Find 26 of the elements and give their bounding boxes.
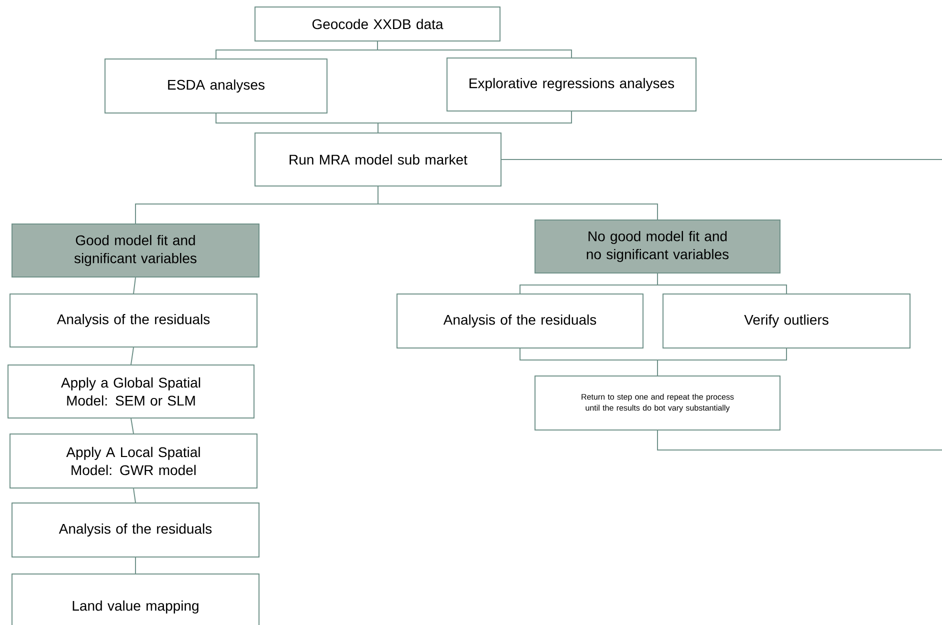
connector-line	[657, 348, 787, 376]
connector-line	[501, 159, 942, 160]
process-box: Explorative regressions analyses	[446, 58, 696, 112]
connector-line	[657, 430, 942, 450]
process-box: Geocode XXDB data	[254, 6, 500, 42]
connector-line	[130, 418, 134, 434]
process-box: Analysis of the residuals	[12, 502, 260, 558]
connector-line	[378, 186, 658, 220]
process-box: Run MRA model sub market	[254, 132, 502, 186]
process-box: ESDA analyses	[104, 58, 328, 114]
connector-line	[133, 277, 136, 294]
process-box: Apply A Local Spatial Model: GWR model	[10, 434, 258, 488]
process-box: Analysis of the residuals	[396, 294, 644, 348]
decision-box: Good model fit and significant variables	[12, 224, 260, 278]
connector-line	[377, 41, 572, 58]
connector-line	[378, 111, 572, 133]
process-box: Return to step one and repeat the process until the results do bot vary substantially	[534, 376, 780, 430]
connector-line	[133, 488, 136, 503]
process-box: Analysis of the residuals	[10, 294, 258, 348]
decision-box: No good model fit and no significant variables	[534, 220, 780, 274]
connector-line	[657, 273, 787, 294]
process-box: Verify outliers	[662, 294, 910, 348]
connector-line	[135, 557, 136, 574]
process-box: Land value mapping	[12, 574, 260, 625]
process-box: Apply a Global Spatial Model: SEM or SLM	[8, 364, 254, 418]
connector-line	[130, 347, 134, 365]
